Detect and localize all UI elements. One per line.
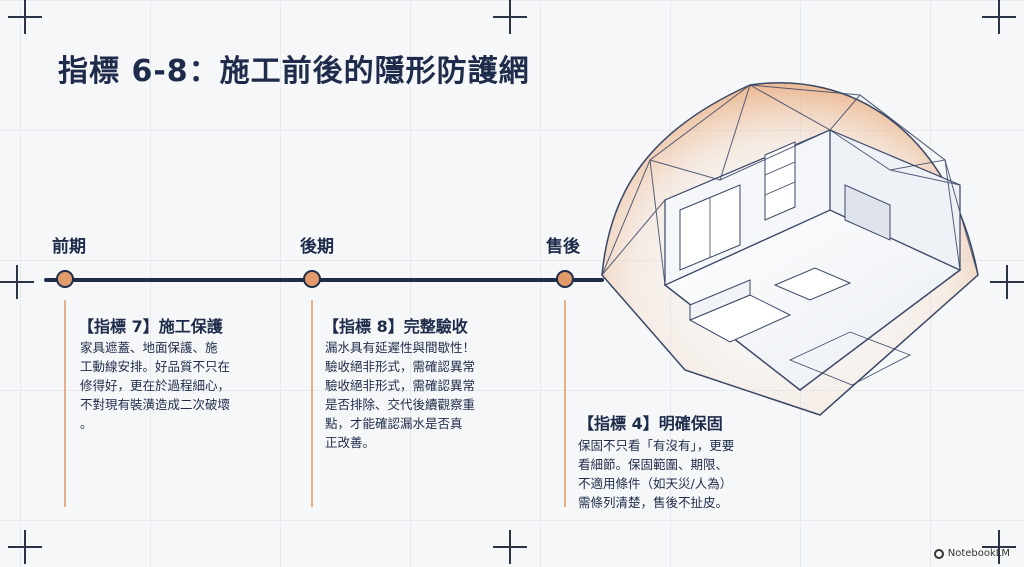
card-line: 需條列清楚，售後不扯皮。 bbox=[578, 495, 729, 510]
timeline-dot bbox=[556, 270, 574, 288]
card-line: 不對現有裝潢造成二次破壞 bbox=[80, 397, 231, 412]
phase-label-aftersales: 售後 bbox=[546, 237, 580, 257]
card-line: 保固不只看「有沒有」，更要 bbox=[578, 438, 735, 453]
card-line: 是否排除、交代後續觀察重 bbox=[325, 397, 476, 412]
card-line: 驗收絕非形式，需確認異常 bbox=[325, 378, 476, 393]
timeline-dot bbox=[56, 270, 74, 288]
card-body-indicator-8: 漏水具有延遲性與間歇性！ 驗收絕非形式，需確認異常 驗收絕非形式，需確認異常 是… bbox=[325, 338, 475, 452]
card-body-indicator-7: 家具遮蓋、地面保護、施 工動線安排。好品質不只在 修得好，更在於過程細心， 不對… bbox=[80, 338, 230, 433]
crosshair-mark bbox=[493, 0, 527, 34]
connector-line bbox=[64, 300, 66, 507]
timeline-dot bbox=[303, 270, 321, 288]
card-line: 驗收絕非形式，需確認異常 bbox=[325, 359, 476, 374]
timeline-bar bbox=[44, 278, 604, 282]
crosshair-mark bbox=[982, 0, 1016, 34]
watermark-text: NotebookLM bbox=[947, 548, 1010, 559]
crosshair-mark bbox=[982, 530, 1016, 564]
notebooklm-logo-icon bbox=[933, 548, 944, 559]
card-title-indicator-8: 【指標 8】完整驗收 bbox=[323, 317, 468, 336]
card-line: 漏水具有延遲性與間歇性！ bbox=[325, 340, 476, 355]
card-line: 。 bbox=[80, 416, 93, 431]
phase-label-late: 後期 bbox=[300, 237, 334, 257]
crosshair-mark bbox=[0, 265, 34, 299]
protective-dome-room-illustration bbox=[601, 82, 979, 416]
crosshair-mark bbox=[990, 265, 1024, 299]
connector-line bbox=[564, 300, 566, 507]
crosshair-mark bbox=[8, 530, 42, 564]
card-line: 修得好，更在於過程細心， bbox=[80, 378, 231, 393]
card-line: 工動線安排。好品質不只在 bbox=[80, 359, 231, 374]
notebooklm-watermark: NotebookLM bbox=[933, 548, 1010, 559]
card-line: 不適用條件（如天災/人為） bbox=[578, 476, 733, 491]
card-line: 家具遮蓋、地面保護、施 bbox=[80, 340, 218, 355]
phase-label-early: 前期 bbox=[52, 237, 86, 257]
crosshair-mark bbox=[493, 530, 527, 564]
card-title-indicator-7: 【指標 7】施工保護 bbox=[78, 317, 223, 336]
card-title-indicator-4: 【指標 4】明確保固 bbox=[578, 414, 723, 433]
card-line: 看細節。保固範圍、期限、 bbox=[578, 457, 729, 472]
card-line: 點，才能確認漏水是否真 bbox=[325, 416, 463, 431]
crosshair-mark bbox=[8, 0, 42, 34]
connector-line bbox=[311, 300, 313, 507]
page-title: 指標 6-8：施工前後的隱形防護網 bbox=[58, 54, 530, 89]
card-line: 正改善。 bbox=[325, 435, 376, 450]
card-body-indicator-4: 保固不只看「有沒有」，更要 看細節。保固範圍、期限、 不適用條件（如天災/人為）… bbox=[578, 436, 734, 512]
